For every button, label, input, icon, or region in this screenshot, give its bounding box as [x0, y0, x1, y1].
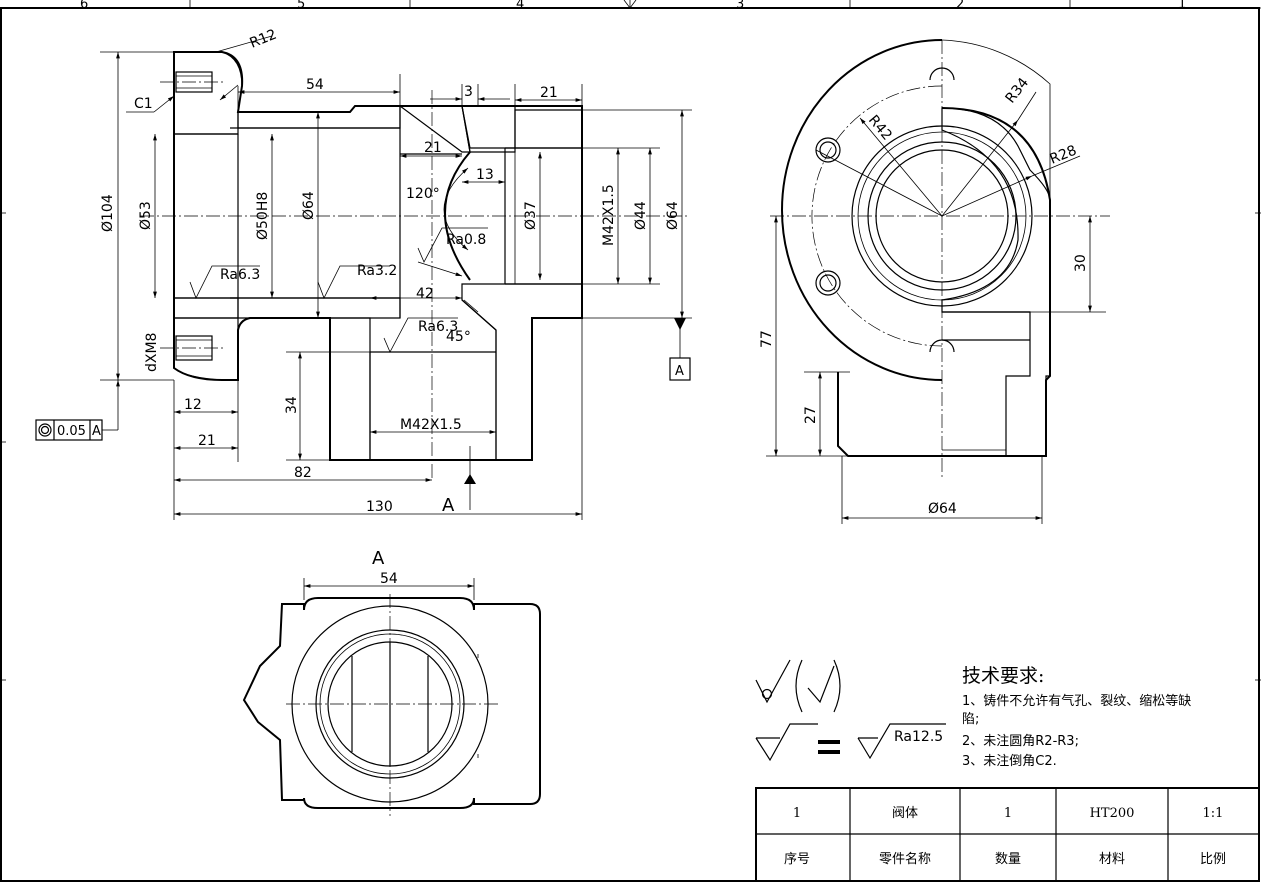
dim-r12: R12 — [248, 27, 280, 52]
dim-21-bottom: 21 — [198, 433, 216, 449]
roughness-ra32: Ra3.2 — [357, 263, 397, 279]
dim-30: 30 — [1073, 254, 1089, 272]
dim-r28: R28 — [1048, 143, 1080, 168]
view-a-dimension: 54 A — [303, 548, 475, 600]
view-a-centerlines — [286, 594, 500, 816]
zone-label: 1 — [1178, 0, 1186, 12]
dim-27: 27 — [803, 406, 819, 424]
technical-requirements: 技术要求: 1、铸件不允许有气孔、裂纹、缩松等缺 陷; 2、未注圆角R2-R3;… — [962, 665, 1191, 769]
datum-a-symbol — [669, 318, 691, 381]
dim-3: 3 — [464, 84, 473, 100]
dim-r42: R42 — [865, 112, 895, 143]
dim-m42-right: M42X1.5 — [601, 184, 617, 246]
title-value: 1 — [1004, 806, 1012, 821]
main-surface-symbols — [189, 227, 488, 353]
section-hatching — [173, 51, 583, 461]
zone-label: 2 — [956, 0, 964, 12]
dim-r34: R34 — [1003, 75, 1033, 107]
tech-requirement-line: 陷; — [962, 712, 979, 727]
roughness-ra08: Ra0.8 — [446, 232, 486, 248]
dim-dia64-left: Ø64 — [301, 191, 317, 220]
side-view: R34 R42 R28 30 77 27 Ø64 — [759, 39, 1110, 524]
roughness-ra63-mid: Ra6.3 — [418, 319, 458, 335]
dim-12: 12 — [184, 397, 202, 413]
side-view-dimension-texts: R34 R42 R28 30 77 27 Ø64 — [759, 75, 1089, 517]
datum-label: A — [675, 364, 684, 379]
dim-dia64-right: Ø64 — [665, 201, 681, 230]
dim-13: 13 — [476, 167, 494, 183]
dim-21-top: 21 — [540, 85, 558, 101]
zone-label: 3 — [736, 0, 744, 12]
casting-surface-symbol — [755, 659, 841, 713]
surface-finish-legend: Ra12.5 — [755, 659, 946, 762]
tech-requirement-line: 1、铸件不允许有气孔、裂纹、缩松等缺 — [962, 693, 1191, 709]
main-dimension-texts: R12 C1 54 3 21 21 13 120° Ra0.8 Ø104 Ø53… — [57, 27, 684, 516]
tech-requirements-heading: 技术要求: — [962, 665, 1044, 687]
dim-54-view-a: 54 — [380, 571, 398, 587]
dim-dxm8: dXM8 — [144, 333, 160, 372]
title-block: 1 阀体 1 HT200 1:1 序号 零件名称 数量 材料 比例 — [755, 787, 1260, 882]
dim-dia53: Ø53 — [138, 201, 154, 230]
title-header: 比例 — [1200, 852, 1226, 867]
dim-42: 42 — [416, 286, 434, 302]
roughness-ra125: Ra12.5 — [894, 729, 943, 745]
geometric-tolerance-frame — [35, 380, 120, 441]
tech-requirement-line: 3、未注倒角C2. — [962, 754, 1057, 769]
dim-angle-120: 120° — [406, 186, 440, 202]
title-header: 材料 — [1099, 852, 1125, 867]
roughness-ra63-left: Ra6.3 — [220, 267, 260, 283]
title-header: 序号 — [784, 852, 810, 867]
tolerance-datum: A — [92, 424, 101, 439]
zone-labels: 6 5 4 3 2 1 — [80, 0, 1186, 12]
title-header: 零件名称 — [879, 851, 931, 867]
dim-c1: C1 — [134, 96, 153, 112]
view-a: 54 A — [242, 548, 541, 816]
dim-21-inner: 21 — [424, 140, 442, 156]
dim-77: 77 — [759, 330, 775, 348]
side-view-centerlines — [770, 40, 1110, 480]
dim-angle-45: 45° — [446, 329, 471, 345]
zone-label: 6 — [80, 0, 88, 12]
general-roughness-symbol: Ra12.5 — [755, 723, 946, 762]
view-a-title: A — [372, 548, 385, 569]
main-section-view: R12 C1 54 3 21 21 13 120° Ra0.8 Ø104 Ø53… — [35, 27, 692, 520]
tech-requirement-line: 2、未注圆角R2-R3; — [962, 734, 1079, 749]
side-view-outline — [781, 39, 1051, 457]
title-value: HT200 — [1090, 806, 1135, 821]
zone-label: 5 — [297, 0, 305, 12]
main-outline — [173, 51, 583, 461]
centering-mark — [623, 0, 637, 9]
dim-54: 54 — [306, 77, 324, 93]
title-value: 1:1 — [1203, 806, 1224, 821]
view-direction-label: A — [442, 495, 455, 516]
view-a-outline — [242, 597, 541, 809]
title-header: 数量 — [995, 852, 1021, 867]
side-view-dimension-lines — [766, 91, 1106, 524]
dim-130: 130 — [366, 499, 393, 515]
dim-m42-bottom: M42X1.5 — [400, 417, 462, 433]
zone-label: 4 — [516, 0, 524, 12]
tolerance-value: 0.05 — [57, 424, 86, 439]
dim-34: 34 — [284, 396, 300, 414]
side-view-hatching — [941, 107, 1051, 457]
dim-dia44: Ø44 — [633, 201, 649, 230]
title-value: 阀体 — [892, 806, 918, 821]
main-centerlines — [140, 81, 690, 480]
dim-dia50h8: Ø50H8 — [255, 192, 271, 240]
main-dimension-lines — [100, 35, 692, 520]
dim-82: 82 — [294, 465, 312, 481]
dim-dia104: Ø104 — [100, 194, 116, 232]
dim-dia64-side: Ø64 — [928, 501, 957, 517]
title-value: 1 — [793, 806, 801, 821]
dim-dia37: Ø37 — [523, 201, 539, 230]
